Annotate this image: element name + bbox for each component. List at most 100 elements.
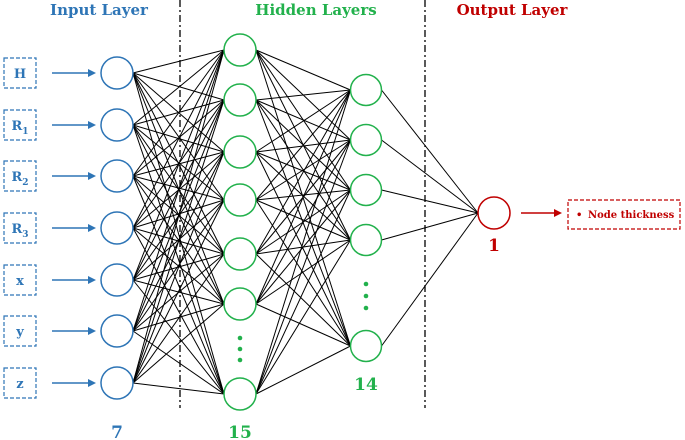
- hidden2-node: [349, 123, 383, 157]
- ellipsis-dot: [237, 346, 243, 352]
- ellipsis-dot: [363, 293, 369, 299]
- connection-line: [255, 99, 351, 141]
- connection-line: [255, 151, 351, 347]
- connection-line: [255, 89, 351, 305]
- input-feature-box: [3, 57, 37, 89]
- input-feature-box: [3, 160, 37, 192]
- connection-line: [255, 139, 351, 395]
- connection-line: [255, 303, 351, 347]
- connection-line: [381, 189, 479, 214]
- connection-line: [255, 139, 351, 305]
- connection-line: [255, 199, 351, 347]
- connection-line: [132, 99, 225, 384]
- connection-line: [255, 239, 351, 395]
- input-feature-box: [3, 212, 37, 244]
- connection-line: [255, 139, 351, 201]
- connection-line: [255, 189, 351, 305]
- connection-line: [132, 49, 225, 74]
- input-feature-label: R3: [11, 222, 28, 240]
- hidden1-node: [223, 135, 257, 169]
- connection-line: [132, 253, 225, 384]
- connection-line: [381, 89, 479, 214]
- connection-line: [132, 72, 225, 395]
- input-feature-label: z: [16, 377, 23, 392]
- connection-line: [132, 124, 225, 201]
- input-feature: H: [3, 57, 96, 89]
- connection-line: [132, 49, 225, 384]
- output-label-box: [567, 199, 681, 230]
- connection-line: [255, 345, 351, 395]
- connection-line: [255, 89, 351, 395]
- input-arrowhead: [88, 327, 96, 335]
- connection-line: [255, 49, 351, 91]
- connection-line: [132, 175, 225, 201]
- input-node-count: 7: [111, 423, 123, 440]
- input-arrowhead: [88, 379, 96, 387]
- input-feature: R3: [3, 212, 96, 244]
- hidden-layers-title: Hidden Layers: [255, 1, 376, 19]
- input-arrowhead: [88, 224, 96, 232]
- connection-line: [132, 303, 225, 384]
- hidden2-node: [349, 223, 383, 257]
- hidden2-node-count: 14: [354, 375, 378, 395]
- hidden1-node: [223, 33, 257, 67]
- hidden1-node: [223, 377, 257, 411]
- connection-line: [132, 199, 225, 384]
- input-arrowhead: [88, 172, 96, 180]
- ellipsis-dots: [237, 281, 369, 363]
- connection-line: [132, 330, 225, 395]
- connection-line: [255, 139, 351, 153]
- connection-line: [255, 89, 351, 255]
- input-arrowhead: [88, 69, 96, 77]
- input-node: [100, 159, 134, 193]
- connection-line: [255, 199, 351, 241]
- connection-line: [132, 382, 225, 395]
- input-feature: y: [3, 315, 96, 347]
- hidden1-node: [223, 287, 257, 321]
- connection-line: [255, 89, 351, 101]
- hidden1-node: [223, 183, 257, 217]
- input-node: [100, 108, 134, 142]
- connection-line: [255, 189, 351, 201]
- input-feature-label: R2: [11, 170, 28, 188]
- input-feature: z: [3, 367, 96, 399]
- output-node: [477, 196, 511, 230]
- input-feature-label: R1: [11, 119, 28, 137]
- input-feature: R1: [3, 109, 96, 141]
- hidden1-node: [223, 83, 257, 117]
- connection-line: [132, 49, 225, 281]
- input-node: [100, 56, 134, 90]
- connection-line: [132, 124, 225, 395]
- connection-line: [255, 239, 351, 305]
- ellipsis-dot: [237, 335, 243, 341]
- hidden2-node: [349, 173, 383, 207]
- connection-line: [255, 89, 351, 153]
- ellipsis-dot: [237, 357, 243, 363]
- input-feature-box: [3, 367, 37, 399]
- output-arrowhead: [554, 209, 562, 217]
- input-feature-label: x: [16, 274, 24, 289]
- input-feature: x: [3, 264, 96, 296]
- hidden1-node: [223, 237, 257, 271]
- connection-line: [132, 303, 225, 332]
- connection-line: [132, 49, 225, 229]
- network-nodes: [100, 33, 511, 411]
- hidden2-node: [349, 329, 383, 363]
- connection-line: [132, 49, 225, 332]
- connection-line: [255, 189, 351, 395]
- connection-line: [132, 49, 225, 177]
- hidden2-node: [349, 73, 383, 107]
- input-feature-label: y: [15, 325, 24, 340]
- input-arrowhead: [88, 276, 96, 284]
- output-label-bullet: •: [576, 210, 582, 221]
- connection-line: [132, 49, 225, 126]
- connection-line: [132, 151, 225, 384]
- input-arrowhead: [88, 121, 96, 129]
- output-label-text: Node thickness: [588, 210, 675, 221]
- connection-line: [381, 139, 479, 214]
- input-feature-label: H: [14, 67, 26, 82]
- input-feature-box: [3, 109, 37, 141]
- connection-line: [132, 279, 225, 395]
